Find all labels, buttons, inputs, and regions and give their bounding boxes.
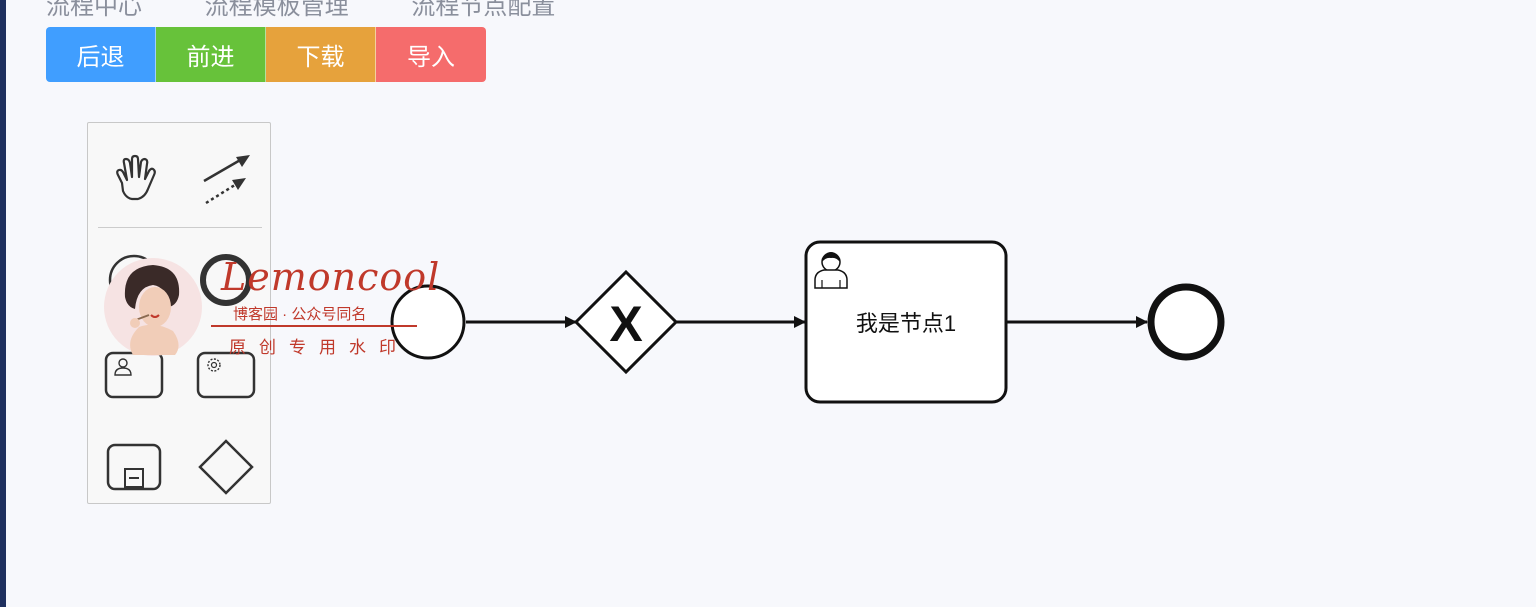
palette-separator	[98, 227, 262, 228]
watermark-brand: Lemoncool	[221, 255, 441, 299]
watermark-divider	[211, 325, 417, 327]
hand-tool[interactable]	[104, 149, 164, 209]
gateway-marker: X	[609, 296, 642, 352]
connect-arrows-icon	[203, 155, 250, 205]
watermark-portrait-icon	[104, 258, 202, 356]
watermark: Lemoncool 博客园 · 公众号同名 原创专用水印	[103, 255, 439, 360]
create-service-task[interactable]	[196, 345, 256, 405]
breadcrumb: 流程中心 流程模板管理 流程节点配置	[46, 0, 611, 21]
back-button[interactable]: 后退	[46, 27, 156, 82]
sidebar-edge	[0, 0, 6, 607]
designer-toolbar: 后退 前进 下载 导入	[46, 27, 486, 82]
create-subprocess[interactable]	[104, 437, 164, 497]
global-connect-tool[interactable]	[196, 149, 256, 209]
import-button[interactable]: 导入	[376, 27, 486, 82]
download-button[interactable]: 下载	[266, 27, 376, 82]
user-task[interactable]	[804, 240, 1008, 404]
breadcrumb-item-template-management[interactable]: 流程模板管理	[204, 0, 349, 20]
subprocess-icon	[106, 443, 162, 491]
watermark-tagline: 原创专用水印	[229, 338, 409, 357]
user-icon	[814, 252, 848, 289]
service-task-icon	[196, 351, 256, 399]
end-event[interactable]	[1147, 283, 1225, 361]
hand-icon	[116, 154, 156, 201]
breadcrumb-item-process-center[interactable]: 流程中心	[46, 0, 142, 20]
create-end-event[interactable]	[196, 250, 256, 310]
create-gateway[interactable]	[196, 437, 256, 497]
gateway-icon	[198, 439, 254, 495]
end-event-icon	[200, 254, 252, 306]
watermark-subtitle: 博客园 · 公众号同名	[233, 306, 367, 323]
breadcrumb-item-node-config[interactable]: 流程节点配置	[411, 0, 556, 20]
start-event[interactable]	[390, 284, 466, 360]
forward-button[interactable]: 前进	[156, 27, 266, 82]
exclusive-gateway[interactable]: X	[573, 269, 679, 375]
